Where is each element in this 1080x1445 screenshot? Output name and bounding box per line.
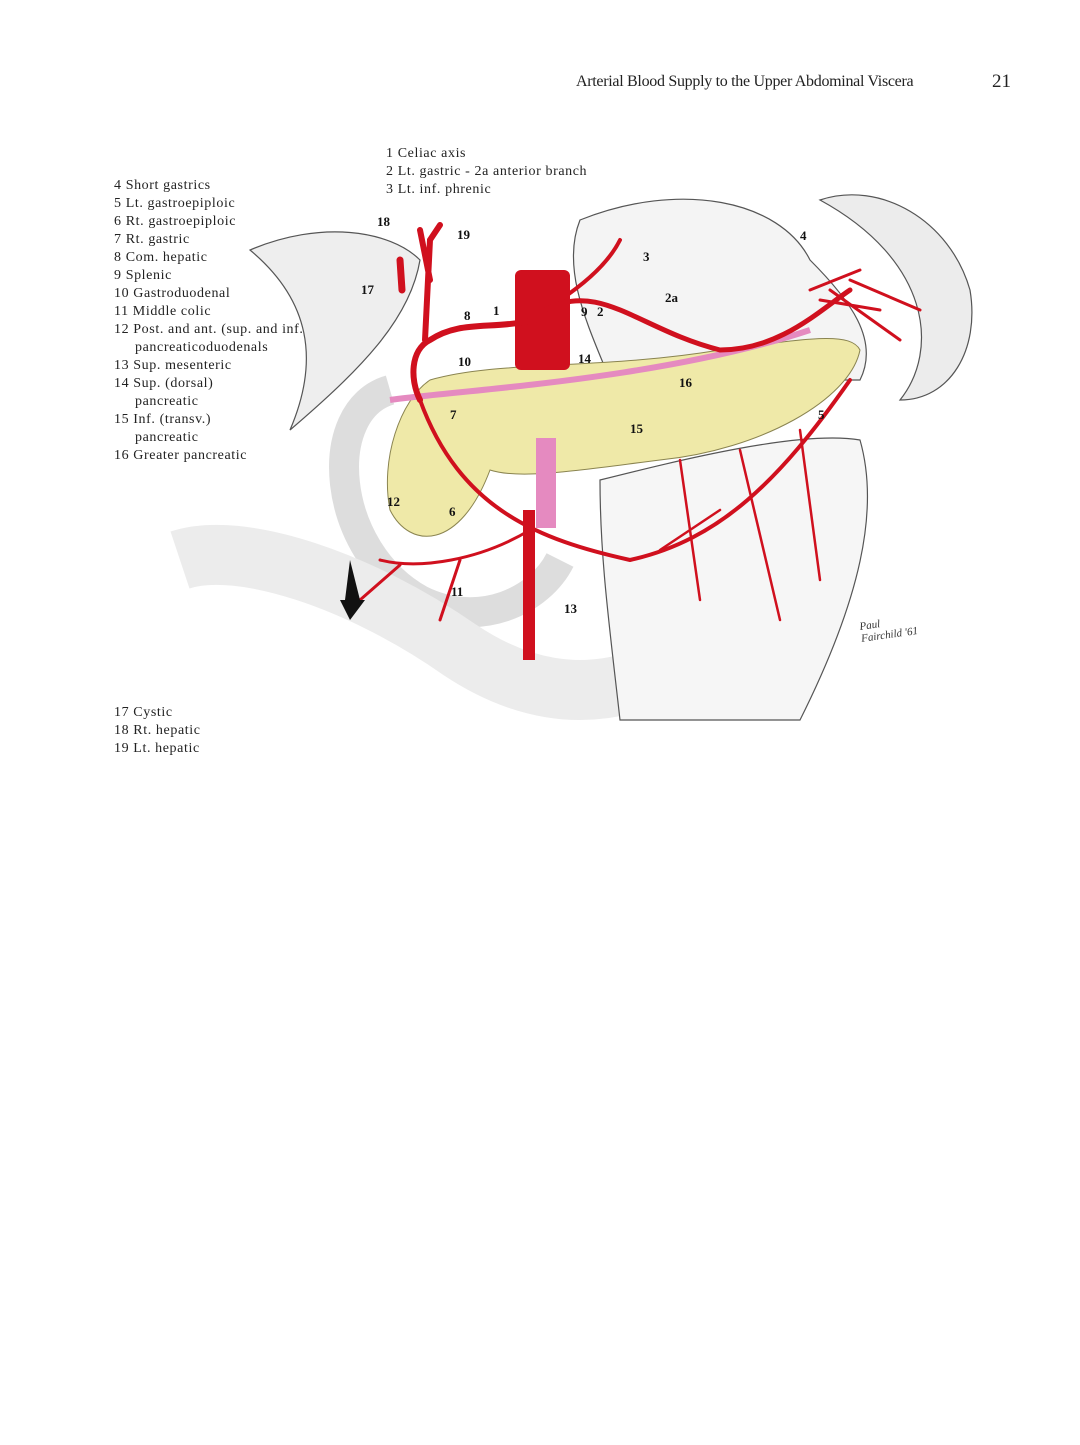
figure-label-5: 5: [818, 407, 825, 422]
figure-label-10: 10: [458, 354, 471, 369]
legend-item: 11 Middle colic: [114, 304, 212, 319]
figure-label-9: 9: [581, 304, 588, 319]
figure-label-15: 15: [630, 421, 643, 436]
aorta: [515, 270, 570, 370]
legend-item: 10 Gastroduodenal: [114, 286, 231, 301]
legend-item: 6 Rt. gastroepiploic: [114, 214, 237, 229]
anatomical-illustration: Paul Fairchild '61 1 2 2a 3 4 5 6 7 8 9 …: [160, 180, 980, 760]
hepatic-artery: [410, 317, 538, 403]
arrow-icon: [340, 560, 365, 620]
figure-label-1: 1: [493, 303, 500, 318]
sup-mesenteric-artery: [523, 510, 535, 660]
figure-label-12: 12: [387, 494, 400, 509]
legend-item: 13 Sup. mesenteric: [114, 358, 232, 373]
legend-item: 4 Short gastrics: [114, 178, 211, 193]
legend-item: 3 Lt. inf. phrenic: [386, 182, 492, 197]
legend-item: 7 Rt. gastric: [114, 232, 190, 247]
legend-item: 9 Splenic: [114, 268, 172, 283]
legend-item: 2 Lt. gastric - 2a anterior branch: [386, 164, 588, 179]
hepatic-branches: [417, 222, 443, 343]
legend-item: 18 Rt. hepatic: [114, 723, 201, 738]
lt-gastric: [558, 238, 622, 302]
middle-colic: [358, 528, 532, 622]
omental-branches: [658, 428, 822, 622]
splenic-artery: [542, 287, 853, 353]
legend-item: 12 Post. and ant. (sup. and inf.): [114, 322, 309, 337]
figure-label-3: 3: [643, 249, 650, 264]
legend-top: 1 Celiac axis 2 Lt. gastric - 2a anterio…: [386, 145, 587, 199]
figure-label-7: 7: [450, 407, 457, 422]
legend-left: 4 Short gastrics 5 Lt. gastroepiploic 6 …: [114, 177, 309, 465]
legend-item: 16 Greater pancreatic: [114, 448, 248, 463]
figure-label-4: 4: [800, 228, 807, 243]
figure-label-11: 11: [451, 584, 464, 599]
gastroepiploic: [418, 378, 852, 563]
legend-item: 17 Cystic: [114, 705, 173, 720]
legend-item: 5 Lt. gastroepiploic: [114, 196, 236, 211]
legend-item: pancreatic: [135, 394, 199, 409]
illustration-drawing: Paul Fairchild '61: [170, 194, 973, 721]
rt-hepatic: [396, 256, 406, 294]
figure-label-6: 6: [449, 504, 456, 519]
figure-label-19: 19: [457, 227, 470, 242]
legend-item: 8 Com. hepatic: [114, 250, 208, 265]
legend-item: 14 Sup. (dorsal): [114, 376, 214, 391]
figure-label-2: 2: [597, 304, 604, 319]
omentum-outline: [599, 437, 869, 721]
svg-text:Paul: Paul: [858, 618, 881, 633]
figure-label-13: 13: [564, 601, 577, 616]
running-title: Arterial Blood Supply to the Upper Abdom…: [576, 73, 914, 90]
short-gastrics: [808, 268, 922, 342]
page-number: 21: [992, 71, 1011, 92]
signature: Paul Fairchild '61: [858, 618, 919, 645]
liver-outline: [248, 231, 421, 431]
figure-label-2a: 2a: [665, 290, 678, 305]
pink-vein: [536, 438, 556, 528]
legend-bottom: 17 Cystic 18 Rt. hepatic 19 Lt. hepatic: [114, 704, 201, 758]
legend-item: 15 Inf. (transv.): [114, 412, 212, 427]
legend-item: 19 Lt. hepatic: [114, 741, 200, 756]
figure-label-14: 14: [578, 351, 591, 366]
legend-item: pancreatic: [135, 430, 199, 445]
legend-item: 1 Celiac axis: [386, 146, 467, 161]
legend-item: pancreaticoduodenals: [135, 340, 269, 355]
figure-label-18: 18: [377, 214, 390, 229]
figure-label-8: 8: [464, 308, 471, 323]
figure-label-16: 16: [679, 375, 692, 390]
colon-outline: [170, 524, 650, 720]
figure-label-17: 17: [361, 282, 374, 297]
spleen-outline: [818, 194, 973, 401]
